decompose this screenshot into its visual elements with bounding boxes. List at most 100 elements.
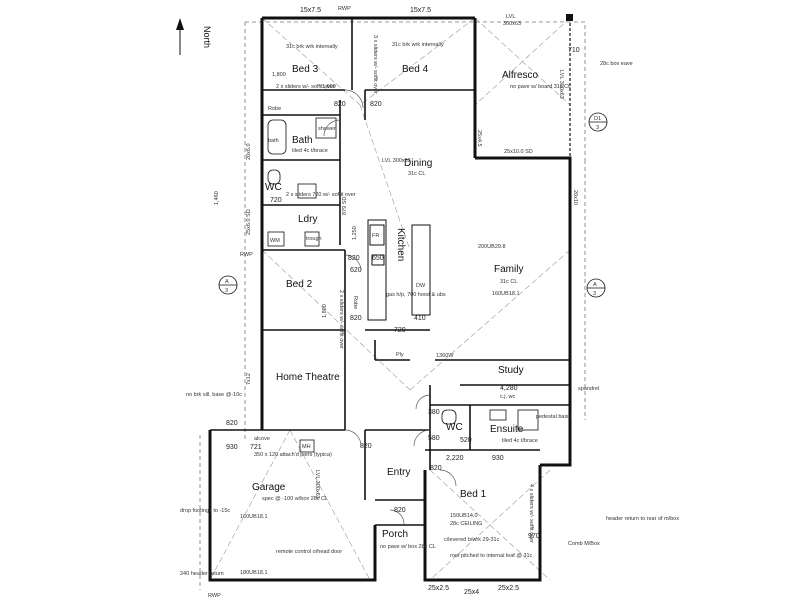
note-bed3-brick: 31c brk wrk internally [286, 44, 338, 50]
note-dim-20x10: 20x10 [572, 190, 578, 205]
dim-720: 720 [270, 197, 282, 204]
note-header-return: header return to rear of m/box [606, 516, 679, 522]
dim-25x25-b: 25x2.5 [498, 585, 519, 592]
note-lvl-side: LVL 300x63 [558, 70, 564, 99]
note-bed2-sliders: 2 x sliders w/- soffit over [338, 290, 344, 349]
note-lvl-garage: LVL 300x63 [314, 470, 320, 499]
section-marker-right-top: A [593, 282, 597, 288]
note-trough: trough [306, 236, 322, 242]
room-label-alfresco: Alfresco [502, 70, 539, 81]
room-label-bed4: Bed 4 [402, 64, 429, 75]
north-label: North [202, 26, 212, 48]
room-label-bed2: Bed 2 [286, 279, 313, 290]
dim-930: 930 [226, 444, 238, 451]
note-dim-25x45: 25x4.5 [476, 130, 482, 147]
note-vanity: pedestal basin [536, 414, 571, 420]
note-dim-1250: 1,250 [352, 226, 358, 240]
section-marker-right: A 3 [586, 278, 606, 298]
dim-520: 520 [460, 437, 472, 444]
north-arrow-icon: North [176, 18, 212, 55]
note-garage-cl: spec @ -100 w/box 28c CL [262, 496, 328, 502]
room-label-wc: WC [265, 182, 282, 193]
note-dim-742: 7x12 [246, 373, 252, 385]
section-marker-left-bottom: 3 [225, 288, 228, 294]
note-dim-1609: 1,609 [322, 84, 336, 90]
note-box-eave: 28c box eave [600, 61, 633, 67]
room-label-porch: Porch [382, 529, 408, 540]
note-lvl-top: LVL [506, 14, 515, 20]
note-alcove: alcove [254, 436, 270, 442]
dim-top-left: 15x7.5 [300, 7, 321, 14]
note-drop: drop footings to -15c [180, 508, 230, 514]
note-bed3-sliders: 2 x sliders w/- soffit over [276, 84, 335, 90]
internal-walls [210, 18, 570, 526]
note-dining-cl: 31c CL [408, 171, 425, 177]
note-fr: FR [372, 233, 379, 239]
note-shower: shower [318, 126, 336, 132]
dim-2220: 2,220 [446, 455, 464, 462]
room-label-dining: Dining [404, 158, 432, 169]
section-marker-right-bottom: 3 [593, 291, 596, 297]
section-marker-d1: D1 3 [588, 112, 608, 132]
dim-580: 580 [428, 435, 440, 442]
note-pier: 350 x 120 attach'd piers (typica) [254, 452, 332, 458]
note-rwp-left: RWP [240, 252, 253, 258]
dim-820-d: 820 [350, 315, 362, 322]
note-ub-180: 180UB18.1 [240, 570, 268, 576]
section-marker-left-top: A [225, 279, 229, 285]
room-label-bath: Bath [292, 135, 313, 146]
note-ub-200: 200UB29.8 [478, 244, 506, 250]
note-no-brk-sill: no brk sill, base @-10c [186, 392, 242, 398]
dim-721: 721 [250, 444, 262, 451]
note-family-cl: 31c CL [500, 279, 517, 285]
dim-25x25-a: 25x2.5 [428, 585, 449, 592]
note-dim-25x60: 25x6.0 SD [246, 209, 252, 235]
note-dim-1460: 1,460 [214, 191, 220, 205]
dim-top-right: 15x7.5 [410, 7, 431, 14]
room-label-ensuite: Ensuite [490, 424, 524, 435]
note-bath-tiled: tiled 4c t/brace [292, 148, 328, 154]
dim-820-left: 820 [226, 420, 238, 427]
note-roof: roof pitched to internal leaf @ 31c [450, 553, 533, 559]
note-rwp-bottom: RWP [208, 593, 221, 599]
dim-820-e: 820 [394, 507, 406, 514]
room-label-wc2: WC [446, 422, 463, 433]
kitchen-bench [367, 219, 431, 321]
note-study-cj: c.j. wc [500, 394, 516, 400]
dim-820-a: 820 [334, 101, 346, 108]
section-marker-d1-top: D1 [594, 116, 601, 122]
note-bed1-sliders: 4 x sliders w/- soffit over [528, 484, 534, 543]
fixtures [267, 117, 539, 453]
note-bed1-ub: 150UB14.0 [450, 513, 478, 519]
note-ensuite-tiled: tiled 4c t/brace [502, 438, 538, 444]
section-marker-left: A 3 [218, 275, 238, 295]
note-spandrel: spandrel [578, 386, 599, 392]
door-swings [323, 89, 457, 525]
dim-720-b: 720 [394, 327, 406, 334]
note-bed1-cl: c/levered b/wrk 29-31c [444, 537, 500, 543]
note-bed1-ceiling: 28c CEILING [450, 521, 482, 527]
room-label-ldry: Ldry [298, 214, 317, 225]
note-dim-20x60: 20x6.0 [246, 143, 252, 160]
dim-410: 410 [414, 315, 426, 322]
note-bed4-brick: 31c brk wrk internally [392, 42, 444, 48]
room-label-bed1: Bed 1 [460, 489, 487, 500]
room-label-home-theatre: Home Theatre [276, 372, 340, 383]
note-bed2-dim: 1,800 [322, 304, 328, 318]
dim-25x4: 25x4 [464, 589, 479, 596]
dim-650: 650 [372, 255, 384, 262]
note-porch: no pave w/ box 28c CL [380, 544, 436, 550]
note-dw: DW [416, 283, 426, 289]
room-label-bed3: Bed 3 [292, 64, 319, 75]
dim-820-b: 820 [370, 101, 382, 108]
note-ply: Ply [396, 352, 404, 358]
dim-930-b: 930 [492, 455, 504, 462]
note-wc-sliders: 2 x sliders 720 w/- soffit over [286, 192, 356, 198]
section-marker-d1-bottom: 3 [596, 125, 599, 131]
note-meter: Comb M/Box [568, 541, 600, 547]
note-bed4-sliders: 3 x sliders w/- soffit over [372, 35, 378, 94]
room-label-study: Study [498, 365, 524, 376]
note-bed3-dim: 1,800 [272, 72, 286, 78]
dim-study: 4,280 [500, 385, 518, 392]
